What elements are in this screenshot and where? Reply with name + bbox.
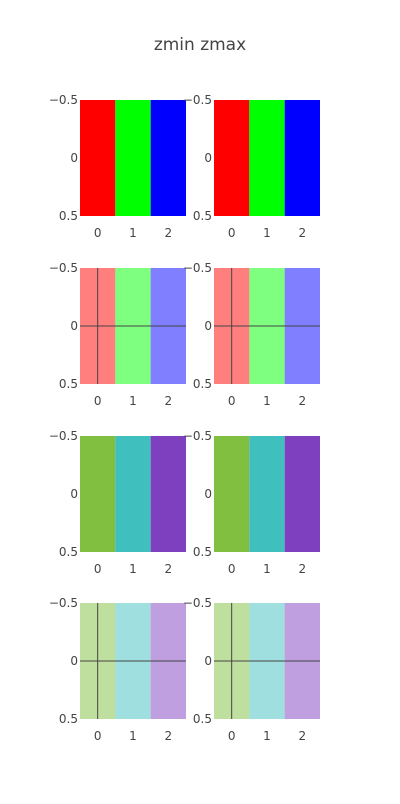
y-tick-label: −0.5 (183, 261, 212, 275)
heatmap-cell (214, 100, 250, 216)
y-tick-label: 0.5 (193, 209, 212, 223)
x-tick-label: 2 (165, 562, 173, 576)
heatmap-cell (115, 100, 151, 216)
x-tick-label: 0 (94, 394, 102, 408)
x-tick-label: 0 (228, 729, 236, 743)
heatmap-panel-r3c1: 0 1 2 −0.5 0 0.5 (49, 429, 186, 576)
y-tick-label: 0.5 (59, 209, 78, 223)
y-tick-label: −0.5 (49, 93, 78, 107)
x-tick-label: 1 (263, 562, 271, 576)
heatmap-cell (115, 436, 151, 552)
heatmap-cell (249, 436, 285, 552)
heatmap-panel-r3c2: 0 1 2 −0.5 0 0.5 (183, 429, 320, 576)
heatmap-panel-r1c2: 0 1 2 −0.5 0 0.5 (183, 93, 320, 240)
y-tick-label: 0.5 (193, 712, 212, 726)
panels-layer: 0 1 2 −0.5 0 0.5 0 1 2 −0.5 0 0.5 0 1 2 −0.5 0 0.5 0 1 2 −0.5… (49, 93, 320, 743)
x-tick-label: 1 (263, 226, 271, 240)
x-tick-label: 1 (263, 394, 271, 408)
y-tick-label: 0.5 (59, 712, 78, 726)
y-tick-label: 0 (70, 319, 78, 333)
heatmap-panel-r1c1: 0 1 2 −0.5 0 0.5 (49, 93, 186, 240)
heatmap-cell (284, 436, 320, 552)
y-tick-label: 0 (204, 654, 212, 668)
x-tick-label: 0 (228, 226, 236, 240)
x-tick-label: 2 (299, 562, 307, 576)
heatmap-panel-r2c2: 0 1 2 −0.5 0 0.5 (183, 261, 320, 408)
y-tick-label: −0.5 (49, 261, 78, 275)
x-tick-label: 2 (165, 729, 173, 743)
heatmap-cell (284, 100, 320, 216)
x-tick-label: 2 (165, 394, 173, 408)
x-tick-label: 1 (129, 729, 137, 743)
y-tick-label: −0.5 (49, 429, 78, 443)
x-tick-label: 2 (165, 226, 173, 240)
x-tick-label: 0 (94, 226, 102, 240)
y-tick-label: 0 (70, 487, 78, 501)
y-tick-label: 0 (204, 151, 212, 165)
heatmap-cell (214, 436, 250, 552)
heatmap-panel-r4c2: 0 1 2 −0.5 0 0.5 (183, 596, 320, 743)
heatmap-cell (150, 436, 186, 552)
y-tick-label: 0 (70, 654, 78, 668)
x-tick-label: 1 (129, 394, 137, 408)
y-tick-label: 0.5 (59, 545, 78, 559)
x-tick-label: 1 (129, 562, 137, 576)
x-tick-label: 0 (94, 729, 102, 743)
y-tick-label: −0.5 (183, 429, 212, 443)
y-tick-label: 0.5 (59, 377, 78, 391)
y-tick-label: −0.5 (183, 93, 212, 107)
x-tick-label: 0 (94, 562, 102, 576)
y-tick-label: 0 (204, 487, 212, 501)
y-tick-label: 0.5 (193, 545, 212, 559)
x-tick-label: 1 (129, 226, 137, 240)
heatmap-panel-r4c1: 0 1 2 −0.5 0 0.5 (49, 596, 186, 743)
chart-title: zmin zmax (154, 35, 246, 55)
y-tick-label: −0.5 (49, 596, 78, 610)
x-tick-label: 0 (228, 394, 236, 408)
y-tick-label: −0.5 (183, 596, 212, 610)
y-tick-label: 0 (204, 319, 212, 333)
x-tick-label: 2 (299, 394, 307, 408)
y-tick-label: 0.5 (193, 377, 212, 391)
x-tick-label: 2 (299, 729, 307, 743)
heatmap-cell (80, 436, 116, 552)
heatmap-cell (249, 100, 285, 216)
x-tick-label: 0 (228, 562, 236, 576)
heatmap-cell (80, 100, 116, 216)
heatmap-panel-r2c1: 0 1 2 −0.5 0 0.5 (49, 261, 186, 408)
x-tick-label: 2 (299, 226, 307, 240)
heatmap-cell (150, 100, 186, 216)
y-tick-label: 0 (70, 151, 78, 165)
x-tick-label: 1 (263, 729, 271, 743)
